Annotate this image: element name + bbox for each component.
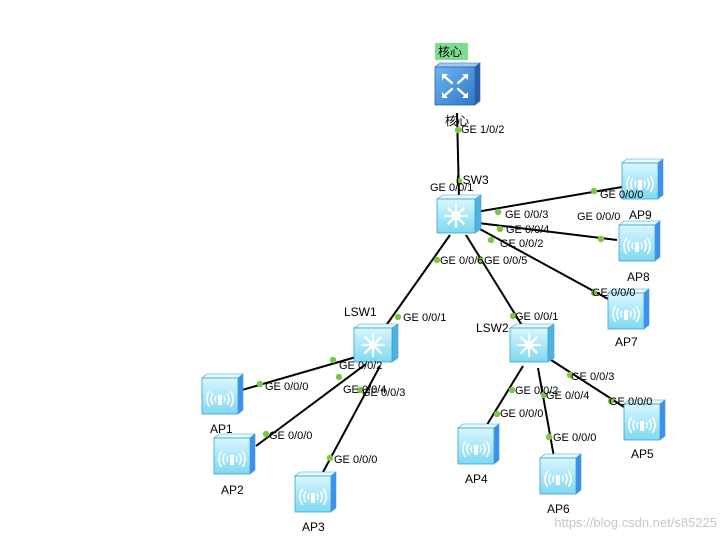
lsw2-switch-icon[interactable] — [509, 323, 555, 363]
port-dot — [326, 454, 334, 462]
port-dot — [476, 256, 484, 264]
link-lsw3-lsw1 — [384, 234, 451, 328]
port-label-lsw1-ap2-a: GE 0/0/4 — [343, 384, 386, 396]
link-lsw2-ap6 — [537, 367, 555, 458]
port-label-lsw2-ap5-a: GE 0/0/3 — [571, 371, 614, 383]
link-lsw3-ap7 — [477, 227, 611, 301]
ap7-label: AP7 — [615, 335, 638, 349]
port-label-lsw3-lsw2-a: GE 0/0/5 — [484, 255, 527, 267]
port-label-lsw3-lsw1-a: GE 0/0/6 — [440, 255, 483, 267]
port-dot — [545, 433, 553, 441]
port-dot — [493, 410, 501, 418]
port-dot — [256, 380, 264, 388]
port-dot — [487, 236, 495, 244]
lsw1-label: LSW1 — [344, 305, 377, 319]
port-label-lsw3-lsw1-b: GE 0/0/1 — [403, 312, 446, 324]
port-dot — [566, 371, 574, 379]
port-label-lsw2-ap6-b: GE 0/0/0 — [553, 432, 596, 444]
port-label-lsw1-ap1-b: GE 0/0/0 — [265, 381, 308, 393]
port-dot — [335, 373, 343, 381]
port-dot — [508, 386, 516, 394]
port-dot — [356, 386, 364, 394]
ap2-label: AP2 — [221, 483, 244, 497]
ap6-access-point-icon[interactable] — [539, 453, 582, 495]
ap5-access-point-icon[interactable] — [623, 399, 666, 441]
core-tag-text: 核心 — [438, 45, 462, 59]
port-label-lsw3-ap7-b: GE 0/0/0 — [592, 287, 635, 299]
lsw3-switch-icon[interactable] — [436, 194, 482, 234]
ap1-label: AP1 — [210, 422, 233, 436]
port-label-lsw1-ap2-b: GE 0/0/0 — [269, 430, 312, 442]
port-label-lsw1-ap3-a: GE 0/0/3 — [362, 387, 405, 399]
ap9-label: AP9 — [629, 208, 652, 222]
ap8-access-point-icon[interactable] — [618, 220, 661, 262]
port-dot — [455, 177, 463, 185]
ap3-label: AP3 — [302, 520, 325, 534]
port-dot — [494, 208, 502, 216]
ap4-access-point-icon[interactable] — [457, 423, 500, 465]
ap6-label: AP6 — [547, 502, 570, 516]
link-lsw2-ap4 — [484, 365, 524, 429]
port-label-lsw3-ap9-a: GE 0/0/3 — [505, 209, 548, 221]
port-dot — [607, 397, 615, 405]
port-dot — [329, 356, 337, 364]
link-lsw3-ap9 — [475, 186, 623, 213]
port-label-lsw1-ap3-b: GE 0/0/0 — [334, 454, 377, 466]
port-label-lsw3-lsw2-b: GE 0/0/1 — [515, 311, 558, 323]
port-dot — [262, 430, 270, 438]
link-lsw3-ap8 — [477, 222, 618, 241]
ap5-label: AP5 — [631, 447, 654, 461]
port-dot — [496, 225, 504, 233]
ap4-label: AP4 — [465, 472, 488, 486]
port-dot — [590, 187, 598, 195]
port-label-lsw3-ap9-b: GE 0/0/0 — [600, 189, 643, 201]
core-tag: 核心 — [435, 43, 468, 60]
nodes-layer — [201, 62, 666, 513]
port-label-core-lsw3-a: GE 1/0/2 — [461, 124, 504, 136]
port-dot — [540, 391, 548, 399]
link-lsw1-ap2 — [255, 363, 367, 447]
port-label-lsw2-ap6-a: GE 0/0/4 — [546, 390, 589, 402]
port-dot — [433, 256, 441, 264]
links-layer — [241, 112, 625, 475]
port-label-lsw2-ap4-b: GE 0/0/0 — [500, 408, 543, 420]
ap8-label: AP8 — [627, 270, 650, 284]
port-label-lsw1-ap1-a: GE 0/0/2 — [339, 360, 382, 372]
ap9-access-point-icon[interactable] — [621, 158, 664, 200]
lsw3-label: LSW3 — [456, 173, 489, 187]
watermark: https://blog.csdn.net/s85225 — [554, 515, 717, 530]
lsw2-label: LSW2 — [476, 321, 509, 335]
link-lsw3-lsw2 — [465, 234, 524, 328]
port-labels-layer: GE 1/0/2GE 0/0/1GE 0/0/3GE 0/0/0GE 0/0/4… — [210, 114, 654, 534]
port-label-core-lsw3-b: GE 0/0/1 — [430, 182, 473, 194]
port-label-lsw2-ap5-b: GE 0/0/0 — [609, 396, 652, 408]
port-label-lsw2-ap4-a: GE 0/0/2 — [515, 385, 558, 397]
port-dot — [590, 289, 598, 297]
lsw1-switch-icon[interactable] — [353, 323, 399, 363]
port-dot — [454, 126, 462, 134]
port-label-lsw3-ap7-a: GE 0/0/2 — [500, 238, 543, 250]
core-tag-background — [435, 43, 468, 60]
ap2-access-point-icon[interactable] — [213, 433, 256, 475]
ap1-access-point-icon[interactable] — [201, 373, 244, 415]
port-dot — [597, 235, 605, 243]
ap3-access-point-icon[interactable] — [294, 471, 337, 513]
port-label-lsw3-ap8-a: GE 0/0/4 — [506, 224, 549, 236]
ap7-access-point-icon[interactable] — [607, 288, 650, 330]
port-dot — [509, 312, 517, 320]
core-router-icon[interactable] — [434, 62, 481, 106]
port-label-lsw3-ap8-b: GE 0/0/0 — [577, 211, 620, 223]
core-label: 核心 — [445, 114, 469, 128]
port-dot — [394, 313, 402, 321]
